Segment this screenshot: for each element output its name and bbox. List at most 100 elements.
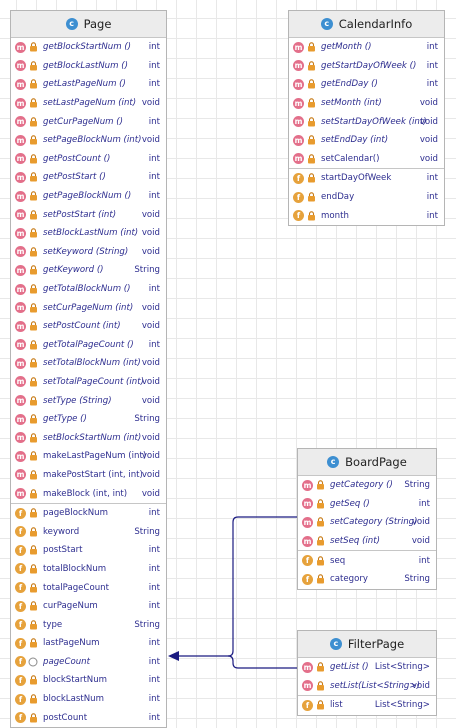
lock-icon (28, 582, 38, 593)
member-name: setCalendar() (321, 153, 380, 164)
member-type: void (141, 395, 160, 406)
field-icon: f (15, 656, 26, 668)
member-type: void (411, 680, 430, 691)
class-header: c CalendarInfo (289, 11, 444, 38)
member-type: int (148, 694, 160, 705)
static-icon (28, 657, 38, 667)
lock-icon (306, 98, 316, 108)
method-icon: m (15, 450, 26, 462)
member-name: getSeq () (330, 498, 370, 509)
method-icon: m (293, 41, 304, 53)
lock-icon (315, 536, 325, 546)
member-type: void (141, 358, 160, 369)
member-type: int (426, 60, 438, 71)
method-icon: m (15, 116, 26, 128)
lock-icon (28, 321, 38, 331)
member-name: setTotalPageCount (int) (43, 376, 144, 387)
method-icon: m (15, 413, 26, 425)
class-title: FilterPage (347, 637, 405, 651)
member-name: getTotalPageCount () (43, 339, 134, 350)
method-icon: m (15, 264, 26, 276)
class-icon: c (320, 18, 333, 30)
member-name: type (43, 619, 63, 630)
inheritance-arrowhead (168, 651, 179, 661)
lock-icon (28, 675, 38, 685)
field-icon: f (15, 563, 26, 575)
member-type: int (148, 339, 160, 350)
lock-icon (315, 517, 325, 527)
member-type: int (148, 675, 160, 686)
method-icon: m (15, 209, 26, 221)
method-icon: m (15, 395, 26, 407)
member-type: int (426, 79, 438, 90)
method-icon: m (293, 97, 304, 109)
method-icon: m (15, 78, 26, 90)
method-icon: m (15, 320, 26, 332)
member-type: List<String> (374, 662, 430, 673)
member-type: int (148, 508, 160, 519)
member-name: getCategory () (330, 480, 393, 491)
member-name: getPostCount () (43, 153, 111, 164)
member-name: postStart (43, 545, 83, 556)
